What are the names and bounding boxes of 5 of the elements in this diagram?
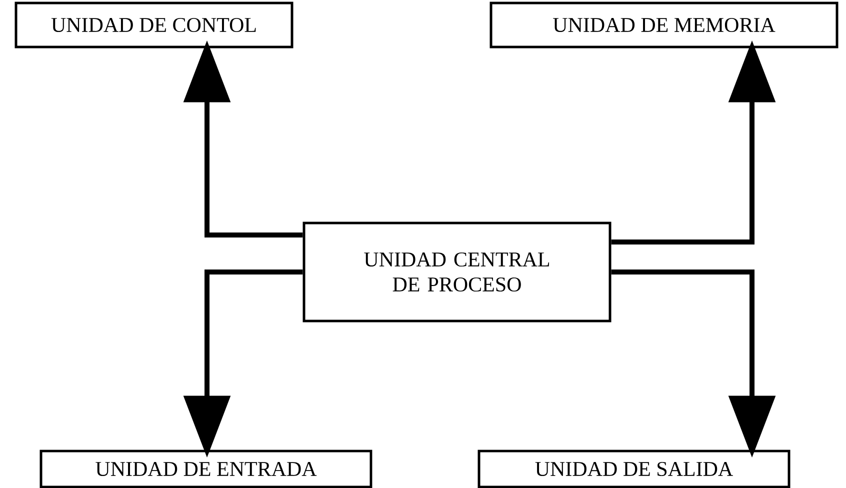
unit-box: UNIDAD DE SALIDA xyxy=(478,450,790,488)
unit-box: UNIDAD CENTRAL DE PROCESO xyxy=(302,222,612,322)
unit-box: UNIDAD DE CONTOL xyxy=(14,2,294,48)
unit-box: UNIDAD DE MEMORIA xyxy=(490,2,838,48)
unit-box: UNIDAD DE ENTRADA xyxy=(40,450,372,488)
